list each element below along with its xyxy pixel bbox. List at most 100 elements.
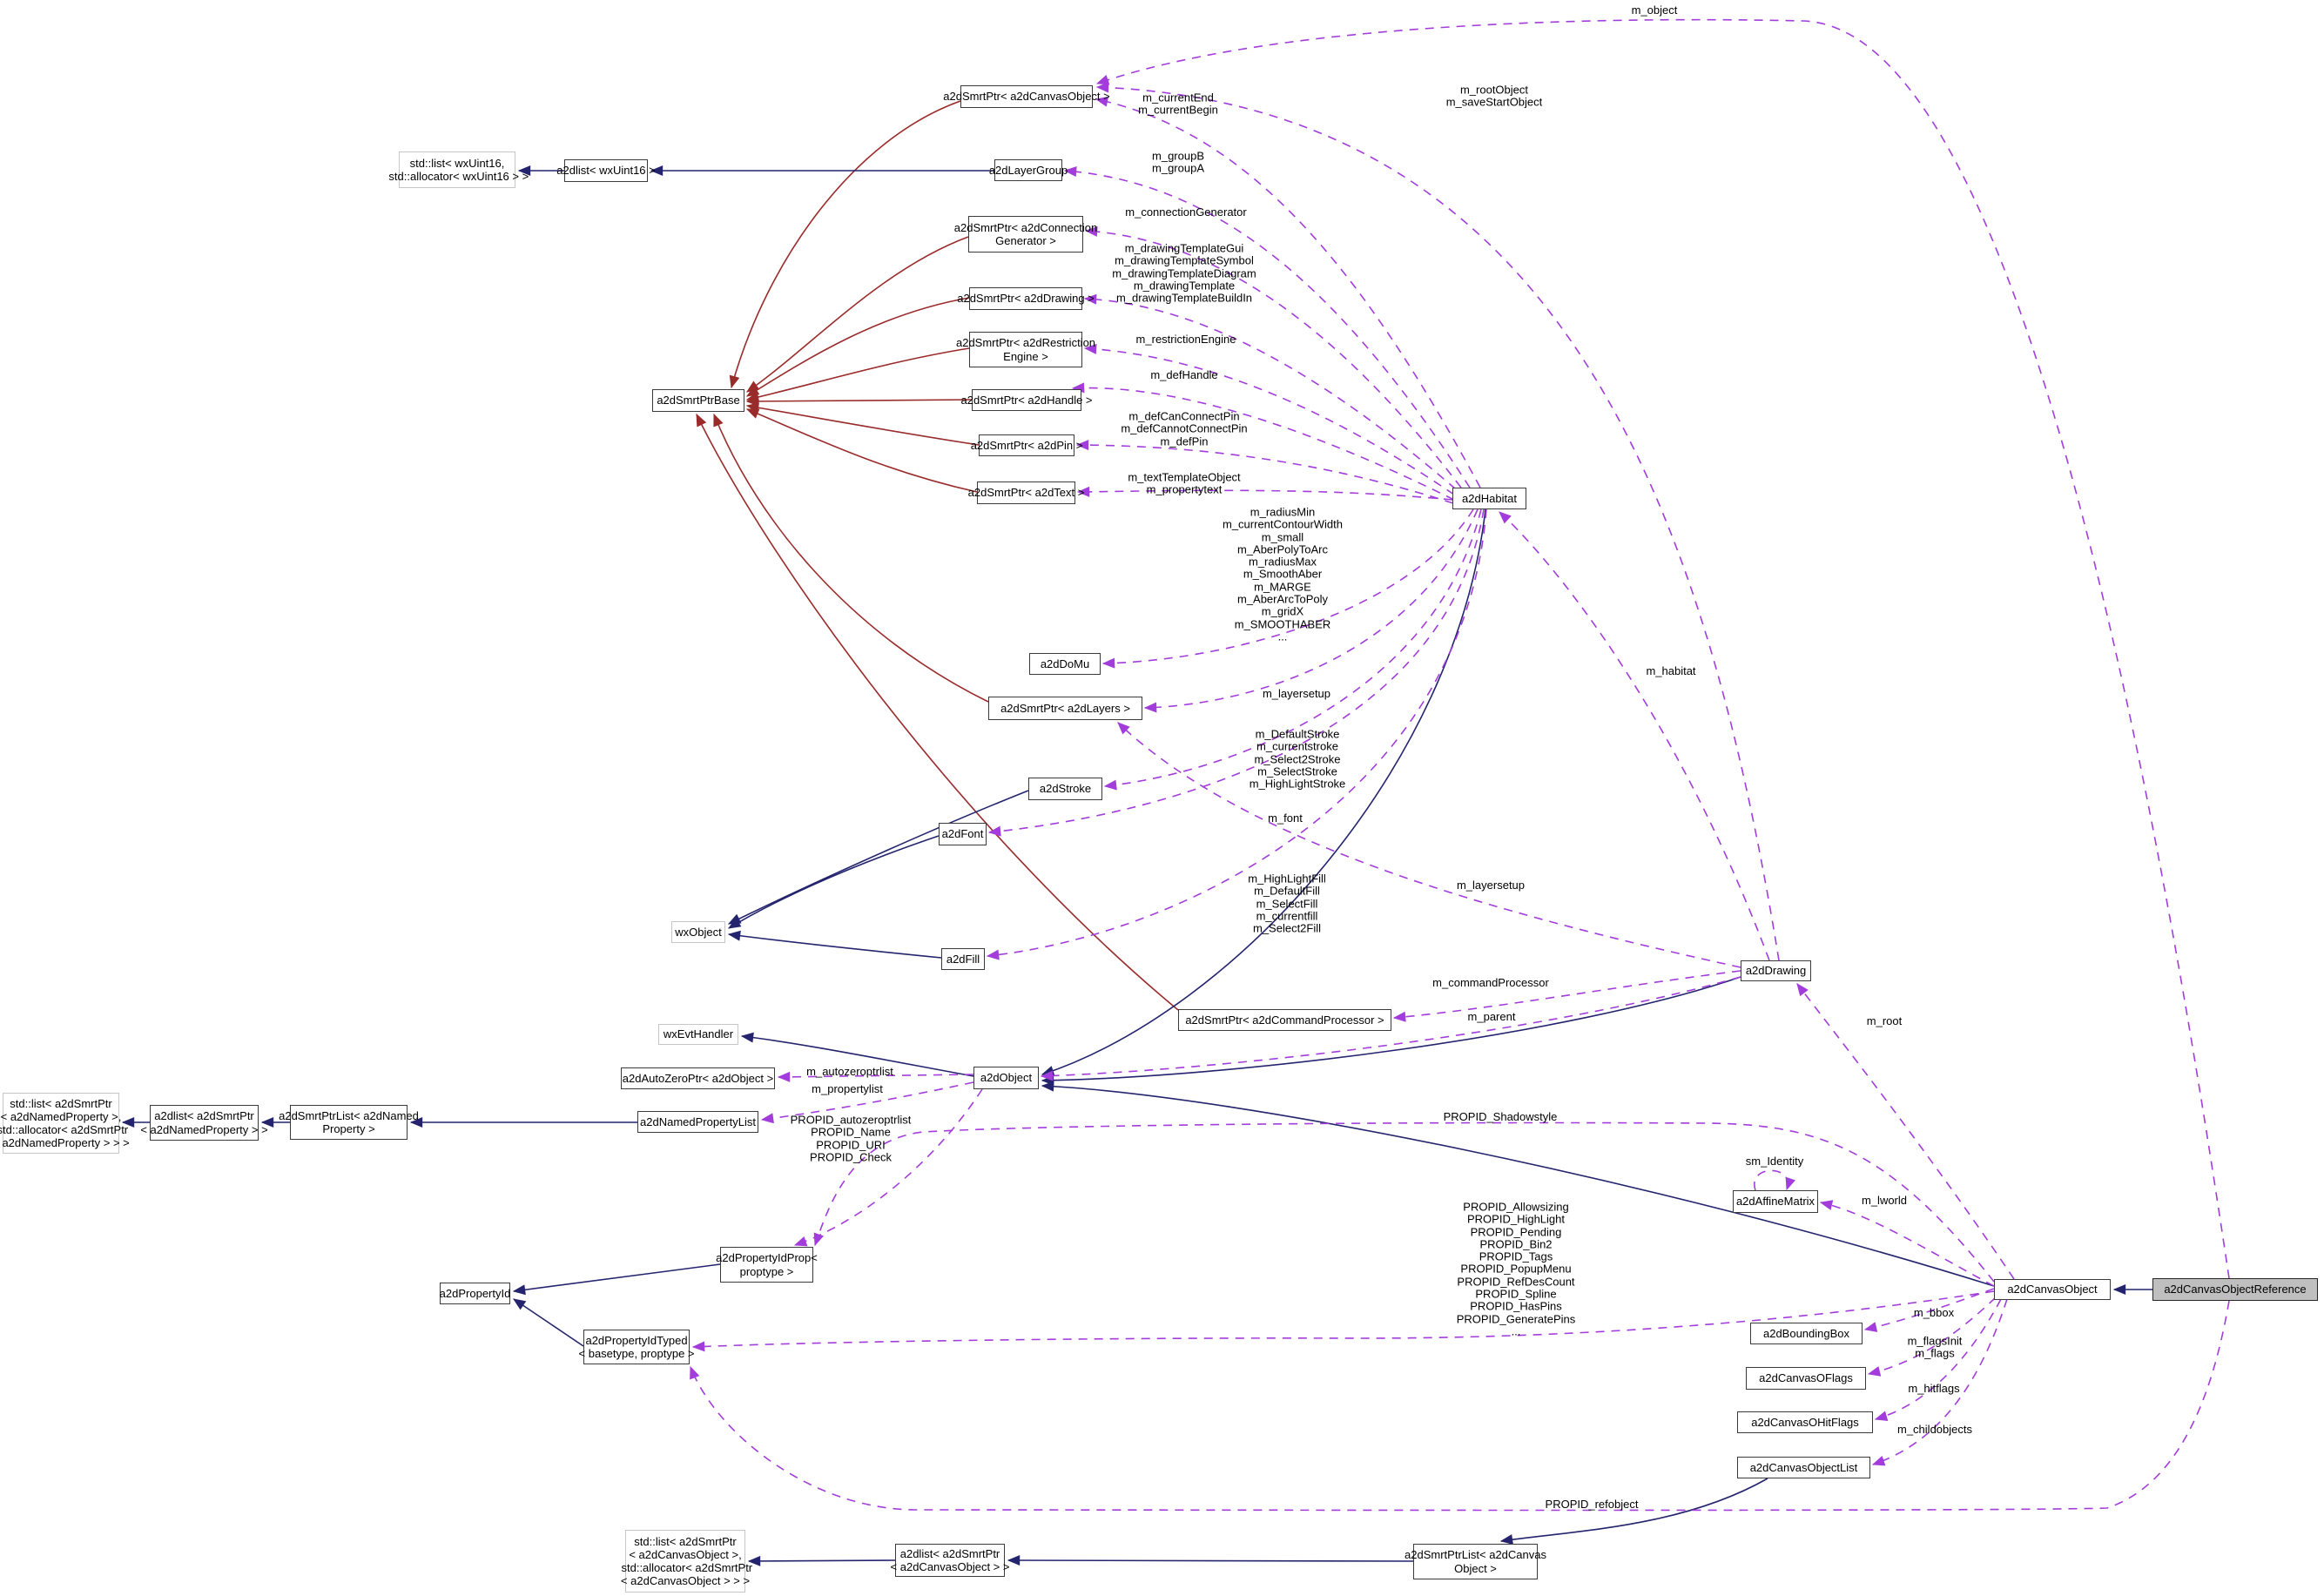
class-node-canvasohitflags[interactable]: a2dCanvasOHitFlags [1737,1411,1873,1433]
edge-tmpl-canvasobject-ptr [729,100,961,389]
class-node-canvasobjectreference[interactable]: a2dCanvasObjectReference [2152,1278,2318,1301]
class-node-a2dlist-wxuint16[interactable]: a2dlist< wxUint16 > [556,159,656,182]
edge-m_textTemplateObject [1076,486,1453,501]
edge-label-m_font: m_font [1268,811,1303,825]
class-node-habitat[interactable]: a2dHabitat [1452,488,1526,509]
edge-m_groupB [1063,166,1471,488]
class-node-stroke[interactable]: a2dStroke [1028,778,1102,800]
edge-m_layersetup-drawing [1117,722,1741,968]
edge-label-m_textTemplateObject: m_textTemplateObject m_propertytext [1128,470,1241,496]
edge-label-m_object: m_object [1631,3,1678,17]
class-node-smrtptr-text[interactable]: a2dSmrtPtr< a2dText > [968,481,1084,504]
class-node-font[interactable]: a2dFont [939,823,987,845]
edge-label-PROPID_canvasobject: PROPID_Allowsizing PROPID_HighLight PROP… [1456,1200,1576,1338]
edge-label-m_defHandle: m_defHandle [1150,367,1218,381]
edge-label-m_groupB: m_groupB m_groupA [1152,149,1204,175]
class-node-wxobject[interactable]: wxObject [671,921,725,943]
class-node-propidprop[interactable]: a2dPropertyIdProp< proptype > [716,1247,818,1283]
edge-label-m_layersetup-drawing: m_layersetup [1456,878,1526,892]
class-node-affinematrix[interactable]: a2dAffineMatrix [1733,1190,1818,1213]
class-node-layergroup[interactable]: a2dLayerGroup [989,159,1068,181]
edge-m_commandProcessor [1392,970,1741,1022]
edge-inh-drawing [1041,976,1741,1086]
class-node-smrtptrlist-namedprop[interactable]: a2dSmrtPtrList< a2dNamed Property > [279,1105,419,1140]
edge-label-m_layersetup-habitat: m_layersetup [1262,686,1331,700]
edge-sm_Identity [1754,1169,1795,1191]
edge-inh-fill [727,930,942,959]
edge-label-m_autozeroptrlist: m_autozeroptrlist [806,1064,893,1078]
class-node-domu[interactable]: a2dDoMu [1029,653,1101,675]
edge-inh-a2dobject [740,1032,974,1077]
class-node-propidtyped[interactable]: a2dPropertyIdTyped < basetype, proptype … [579,1330,695,1364]
edge-tmpl-restriction [745,347,970,402]
edge-label-m_connectionGenerator: m_connectionGenerator [1125,205,1247,219]
class-node-smrtptr-cmdproc[interactable]: a2dSmrtPtr< a2dCommandProcessor > [1178,1009,1391,1031]
edge-PROPID_Shadowstyle [813,1121,1995,1283]
edge-label-m_flags: m_flagsInit m_flags [1907,1334,1963,1360]
class-node-smrtptrlist-canvasobj[interactable]: a2dSmrtPtrList< a2dCanvas Object > [1405,1544,1546,1579]
class-node-smrtptr-canvasobject[interactable]: a2dSmrtPtr< a2dCanvasObject > [943,85,1110,108]
edge-label-m_propertylist: m_propertylist [812,1081,883,1095]
edge-tmpl-handle [745,395,973,407]
edge-label-m_restrictionEngine: m_restrictionEngine [1135,332,1236,346]
edge-m_root [1796,983,2015,1280]
class-node-stdlist-wxuint16[interactable]: std::list< wxUint16, std::allocator< wxU… [388,152,529,188]
class-node-drawing[interactable]: a2dDrawing [1741,960,1811,981]
edge-tmpl-cmdproc [696,413,1179,1011]
class-node-stdlist-canvasobj[interactable]: std::list< a2dSmrtPtr < a2dCanvasObject … [621,1530,752,1593]
edge-label-m_bbox: m_bbox [1913,1305,1955,1319]
class-node-smrtptr-layers[interactable]: a2dSmrtPtr< a2dLayers > [988,697,1142,720]
edge-tmpl-drawingptr [745,297,970,397]
edge-label-m_HighLightFill: m_HighLightFill m_DefaultFill m_SelectFi… [1248,872,1326,935]
edge-label-m_hitflags: m_hitflags [1908,1381,1960,1395]
edge-label-PROPID_Shadowstyle: PROPID_Shadowstyle [1443,1109,1558,1123]
class-node-smrtptr-pin[interactable]: a2dSmrtPtr< a2dPin > [971,434,1082,456]
class-node-canvasoflags[interactable]: a2dCanvasOFlags [1746,1367,1866,1390]
edge-label-m_defPin: m_defCanConnectPin m_defCannotConnectPin… [1121,409,1248,448]
edge-inh-smrtptrlist-co [1007,1555,1414,1566]
edge-m_restrictionEngine [1083,343,1455,495]
class-node-smrtptrbase[interactable]: a2dSmrtPtrBase [652,389,744,412]
edge-tmpl-pin [745,402,980,446]
class-node-fill[interactable]: a2dFill [941,948,985,970]
edge-m_drawingTemplate [1083,293,1457,490]
edge-inh-canvasobject [1041,1081,1995,1287]
class-node-smrtptr-restriction[interactable]: a2dSmrtPtr< a2dRestriction Engine > [956,332,1095,367]
class-node-boundingbox[interactable]: a2dBoundingBox [1750,1323,1863,1344]
edge-label-m_drawingTemplate: m_drawingTemplateGui m_drawingTemplateSy… [1112,241,1256,305]
class-node-autozeroptr[interactable]: a2dAutoZeroPtr< a2dObject > [621,1067,775,1089]
class-node-smrtptr-drawing[interactable]: a2dSmrtPtr< a2dDrawing > [957,287,1095,310]
edge-m_object [1095,18,2230,1279]
class-node-canvasobjectlist[interactable]: a2dCanvasObjectList [1737,1457,1870,1478]
class-node-wxevthandler[interactable]: wxEvtHandler [658,1024,738,1045]
edge-label-m_childobjects: m_childobjects [1897,1422,1972,1436]
edge-m_habitat [1499,511,1770,961]
edge-inh-stroke [727,790,1029,925]
edge-m_DefaultStroke [1103,508,1482,791]
edge-m_lworld [1819,1200,1995,1287]
class-node-smrtptr-conngen[interactable]: a2dSmrtPtr< a2dConnection Generator > [954,216,1097,253]
class-node-a2dlist-canvasobj[interactable]: a2dlist< a2dSmrtPtr < a2dCanvasObject > … [891,1544,1009,1577]
class-node-a2dobject[interactable]: a2dObject [973,1067,1039,1089]
edge-m_layersetup-habitat [1143,508,1479,713]
edge-m_bbox [1863,1288,1995,1332]
class-node-namedproplist[interactable]: a2dNamedPropertyList [637,1111,758,1133]
edge-m_hitflags [1874,1298,2002,1422]
class-node-propertyid[interactable]: a2dPropertyId [440,1283,510,1304]
class-node-smrtptr-handle[interactable]: a2dSmrtPtr< a2dHandle > [960,389,1093,411]
edge-label-PROPID_object: PROPID_autozeroptrlist PROPID_Name PROPI… [790,1113,912,1164]
edge-label-m_commandProcessor: m_commandProcessor [1432,975,1549,989]
class-node-a2dlist-namedprop[interactable]: a2dlist< a2dSmrtPtr < a2dNamedProperty >… [140,1105,268,1141]
edge-label-m_habitat: m_habitat [1646,663,1696,677]
class-node-stdlist-namedprop[interactable]: std::list< a2dSmrtPtr < a2dNamedProperty… [0,1093,130,1154]
edge-label-m_DefaultStroke: m_DefaultStroke m_currentstroke m_Select… [1249,727,1346,791]
edge-inh-propidprop [512,1263,721,1296]
edge-m_connectionGenerator [1084,226,1462,488]
class-node-canvasobject[interactable]: a2dCanvasObject [1994,1279,2111,1300]
edge-tmpl-text [745,408,978,493]
edge-m_childobjects [1871,1298,2008,1466]
edge-tmpl-layers [713,413,989,703]
edge-m_autozeroptrlist [777,1071,974,1082]
